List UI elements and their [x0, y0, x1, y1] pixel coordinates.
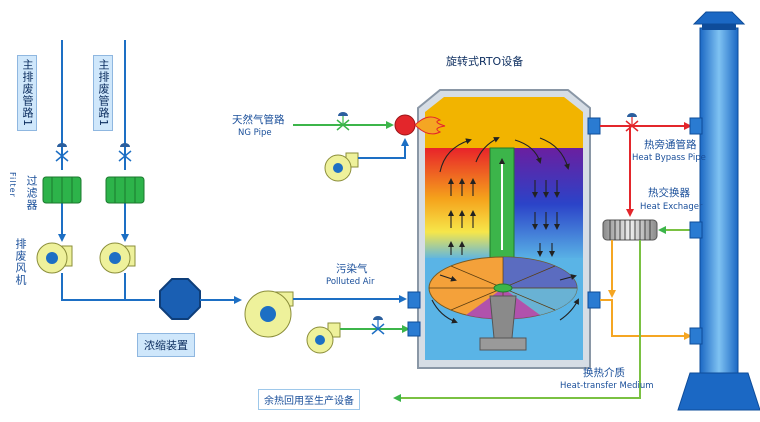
main-fan-icon [244, 290, 294, 338]
valve-icon [55, 143, 69, 162]
heat-exchanger-label-cn: 热交换器 [648, 187, 690, 199]
valve-icon [118, 143, 132, 162]
polluted-air-label-cn: 污染气 [336, 263, 368, 275]
heat-exchanger-icon [602, 219, 658, 241]
bypass-label-en: Heat Bypass Pipe [632, 153, 706, 163]
bypass-label-cn: 热旁通管路 [644, 139, 697, 151]
heat-exchanger-label-en: Heat Exchager [640, 202, 703, 212]
medium-label-en: Heat-transfer Medium [560, 381, 654, 391]
rto-title: 旋转式RTO设备 [446, 55, 524, 68]
exhaust-fan-icon [99, 242, 136, 274]
heat-reuse-label: 余热回用至生产设备 [258, 389, 360, 410]
exhaust-to-stack-line [600, 299, 692, 340]
combustion-fan-icon [324, 152, 359, 182]
duct-2-label: 主排废管路1 [93, 55, 113, 131]
purge-fan-icon [306, 322, 341, 354]
duct-1-label: 主排废管路1 [17, 55, 37, 131]
burner-icon [394, 114, 446, 136]
exhaust-fan-icon [36, 242, 73, 274]
chimney-stack [677, 11, 760, 411]
filter-label-en: Filter [8, 172, 17, 198]
polluted-air-label-en: Polluted Air [326, 277, 375, 287]
valve-icon [625, 113, 639, 132]
collector-pipe [61, 273, 155, 301]
ng-pipe-label-en: NG Pipe [238, 128, 272, 138]
exhaust-fan-label: 排废风机 [14, 238, 27, 286]
combustion-air-pipe [358, 138, 409, 159]
valve-icon [336, 112, 350, 131]
ng-pipe-label-cn: 天然气管路 [232, 114, 285, 126]
valve-icon [371, 316, 385, 335]
rto-vessel [407, 89, 601, 369]
filter-icon [42, 176, 82, 204]
reuse-line [393, 240, 641, 402]
flow-arrows [431, 137, 579, 324]
concentrator-label: 浓缩装置 [137, 333, 195, 357]
medium-label-cn: 换热介质 [583, 367, 625, 379]
filter-label-cn: 过滤器 [25, 175, 38, 211]
filter-icon [105, 176, 145, 204]
concentrator-icon [159, 278, 201, 320]
